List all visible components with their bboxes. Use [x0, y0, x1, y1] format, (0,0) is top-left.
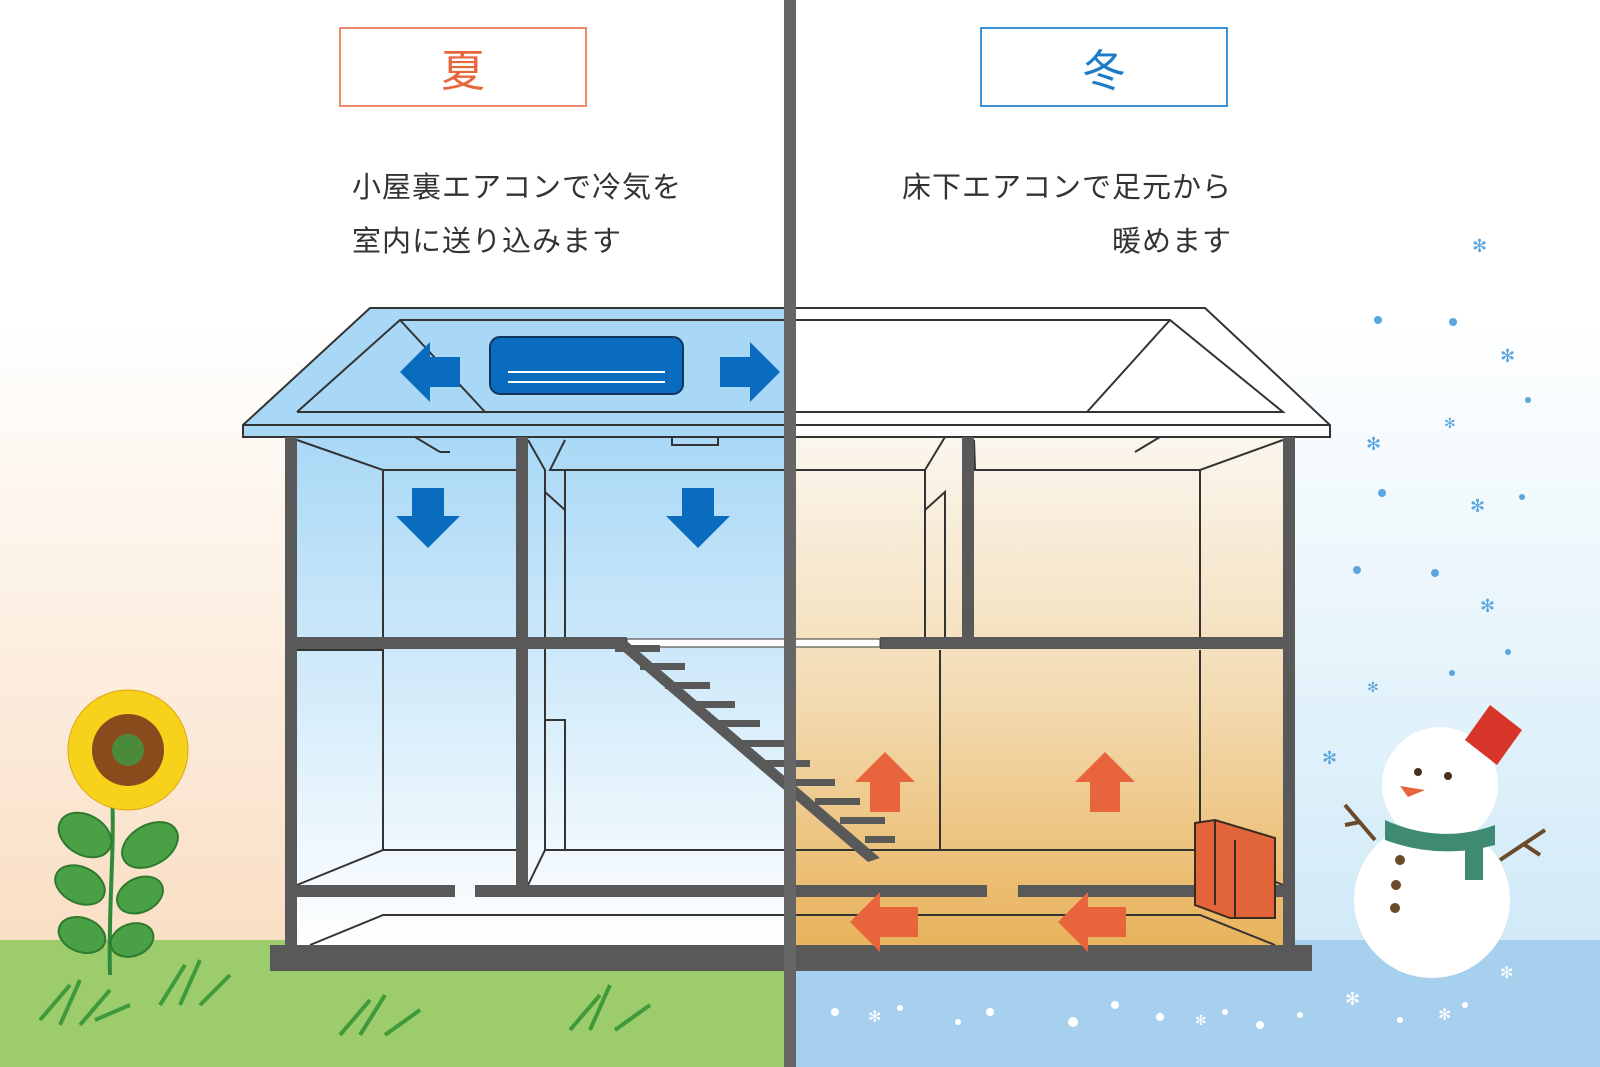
arrow-left-icon [1058, 892, 1126, 952]
svg-text:✻: ✻ [1195, 1013, 1207, 1029]
svg-text:✻: ✻ [868, 1007, 881, 1026]
svg-text:✻: ✻ [1322, 748, 1337, 769]
winter-description-line1: 床下エアコンで足元から [901, 170, 1232, 204]
snowflakes: ✻ ✻ ✻ ✻ ✻ ✻ ✻ ✻ [1322, 236, 1531, 769]
svg-text:✻: ✻ [1367, 680, 1379, 696]
svg-text:✻: ✻ [1470, 496, 1485, 517]
svg-text:✻: ✻ [1366, 434, 1381, 455]
svg-text:✻: ✻ [1500, 963, 1513, 982]
svg-text:✻: ✻ [1500, 346, 1515, 367]
arrow-right-icon [720, 342, 780, 402]
cool-air-arrows [396, 342, 780, 548]
arrow-left-icon [400, 342, 460, 402]
arrow-up-icon [1075, 752, 1135, 812]
sunflower-icon [54, 689, 189, 976]
summer-label-text: 夏 [441, 46, 485, 97]
arrow-left-icon [850, 892, 918, 952]
attic-air-conditioner [489, 336, 684, 395]
summer-label: 夏 [339, 27, 587, 107]
summer-description: 小屋裏エアコンで冷気を 室内に送り込みます [352, 160, 682, 268]
winter-description: 床下エアコンで足元から 暖めます [902, 160, 1232, 268]
warm-air-arrows [850, 752, 1135, 952]
svg-text:✻: ✻ [1438, 1005, 1451, 1024]
winter-label: 冬 [980, 27, 1228, 107]
svg-text:✻: ✻ [1345, 989, 1360, 1010]
svg-text:✻: ✻ [1444, 416, 1456, 432]
grass-tufts [38, 959, 652, 1037]
snowman-icon [1343, 705, 1547, 978]
svg-text:✻: ✻ [1480, 596, 1495, 617]
staircase [612, 642, 895, 862]
winter-description-line2: 暖めます [1111, 224, 1232, 258]
underfloor-air-conditioner [1194, 818, 1276, 919]
room-lines [296, 436, 1284, 946]
arrow-down-icon [396, 488, 460, 548]
arrow-down-icon [666, 488, 730, 548]
ground-snowflakes: ✻ ✻ ✻ ✻ ✻ [831, 963, 1513, 1029]
winter-label-text: 冬 [1082, 46, 1126, 97]
summer-description-line1: 小屋裏エアコンで冷気を [352, 170, 683, 204]
season-divider [784, 0, 796, 1067]
svg-text:✻: ✻ [1472, 236, 1487, 257]
arrow-up-icon [855, 752, 915, 812]
summer-description-line2: 室内に送り込みます [352, 224, 623, 258]
